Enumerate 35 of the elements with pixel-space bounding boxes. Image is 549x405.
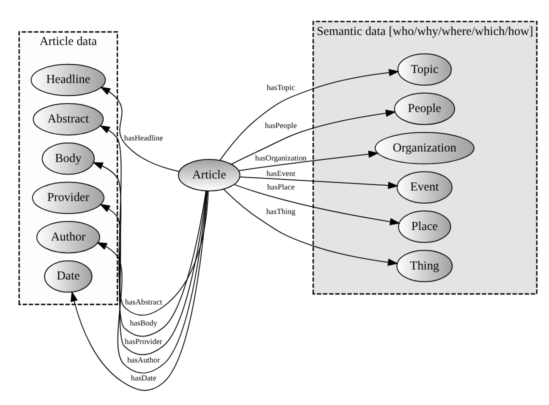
edge-label: hasEvent	[266, 169, 296, 178]
node-ellipse: Body	[42, 142, 95, 175]
node-ellipse: People	[394, 92, 456, 125]
node-ellipse: Abstract	[32, 103, 104, 136]
node-ellipse: Date	[44, 260, 92, 293]
edge-label: hasAuthor	[127, 355, 160, 364]
node-ellipse: Thing	[396, 250, 453, 282]
edge-label: hasOrganization	[255, 154, 307, 163]
arrow	[223, 188, 398, 266]
edge-label: hasThing	[266, 206, 296, 216]
arrow	[92, 162, 206, 337]
arrow	[234, 184, 400, 226]
edge-label: hasHeadline	[124, 133, 164, 142]
arrow	[231, 110, 396, 165]
node-ellipse: Topic	[397, 53, 452, 86]
node-ellipse: Article	[178, 159, 240, 192]
arrow	[70, 190, 208, 391]
arrow	[99, 125, 209, 316]
node-ellipse: Headline	[30, 64, 106, 96]
edge-label: hasPlace	[267, 182, 295, 192]
node-ellipse: Author	[36, 221, 100, 254]
node-ellipse: Place	[398, 210, 452, 243]
arrow	[239, 176, 399, 190]
node-ellipse: Organization	[374, 132, 474, 164]
node-ellipse: Provider	[32, 182, 104, 214]
edge-label: hasAbstract	[125, 298, 162, 307]
node-ellipse: Event	[396, 171, 452, 204]
arrow	[220, 68, 400, 161]
edge-label: hasDate	[130, 374, 156, 383]
arrow	[100, 86, 180, 172]
edge-label: hasProvider	[124, 336, 162, 346]
edge-label: hasBody	[130, 318, 158, 328]
edge-label: hasPeople	[264, 121, 297, 130]
edge-label: hasTopic	[266, 82, 296, 92]
arrow	[238, 150, 379, 172]
